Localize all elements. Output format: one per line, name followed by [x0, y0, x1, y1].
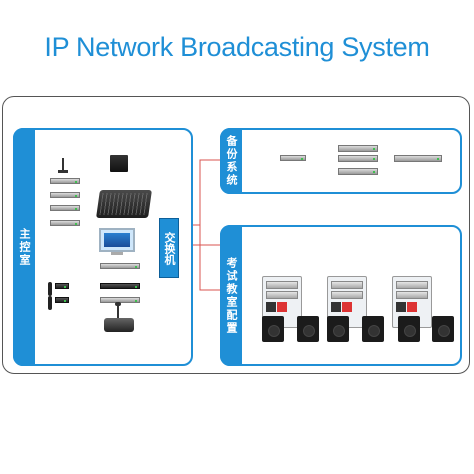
page-title: IP Network Broadcasting System — [44, 32, 430, 62]
paging-mic-head-icon — [115, 302, 121, 306]
speaker-icon — [262, 316, 284, 342]
device-unit — [100, 283, 140, 289]
wireless-mic-icon — [48, 296, 52, 310]
device-unit — [55, 297, 69, 303]
network-switch: 交换机 — [159, 218, 179, 278]
device-unit — [100, 263, 140, 269]
speaker-icon — [432, 316, 454, 342]
paging-console-icon — [104, 318, 134, 332]
main-room-label: 主控室 — [13, 128, 35, 366]
device-unit — [338, 155, 378, 162]
device-unit — [338, 145, 378, 152]
mixer-icon — [96, 190, 152, 218]
device-unit — [50, 220, 80, 226]
computer-icon — [99, 228, 135, 252]
diagram-frame — [2, 96, 470, 374]
device-unit — [50, 178, 80, 184]
device-unit — [280, 155, 306, 161]
speaker-icon — [327, 316, 349, 342]
device-unit — [50, 205, 80, 211]
wireless-mic-icon — [48, 282, 52, 296]
computer-stand-icon — [111, 252, 123, 255]
speaker-icon — [362, 316, 384, 342]
device-unit — [50, 192, 80, 198]
device-unit — [338, 168, 378, 175]
paging-mic-stem-icon — [117, 305, 119, 319]
backup-label: 备份系统 — [220, 128, 242, 194]
server-icon — [110, 155, 128, 172]
speaker-icon — [398, 316, 420, 342]
exam-room-label: 考试教室配置 — [220, 225, 242, 366]
desk-mic-base-icon — [58, 170, 68, 173]
speaker-icon — [297, 316, 319, 342]
desk-mic-icon — [62, 158, 64, 170]
device-unit — [55, 283, 69, 289]
device-unit — [394, 155, 442, 162]
